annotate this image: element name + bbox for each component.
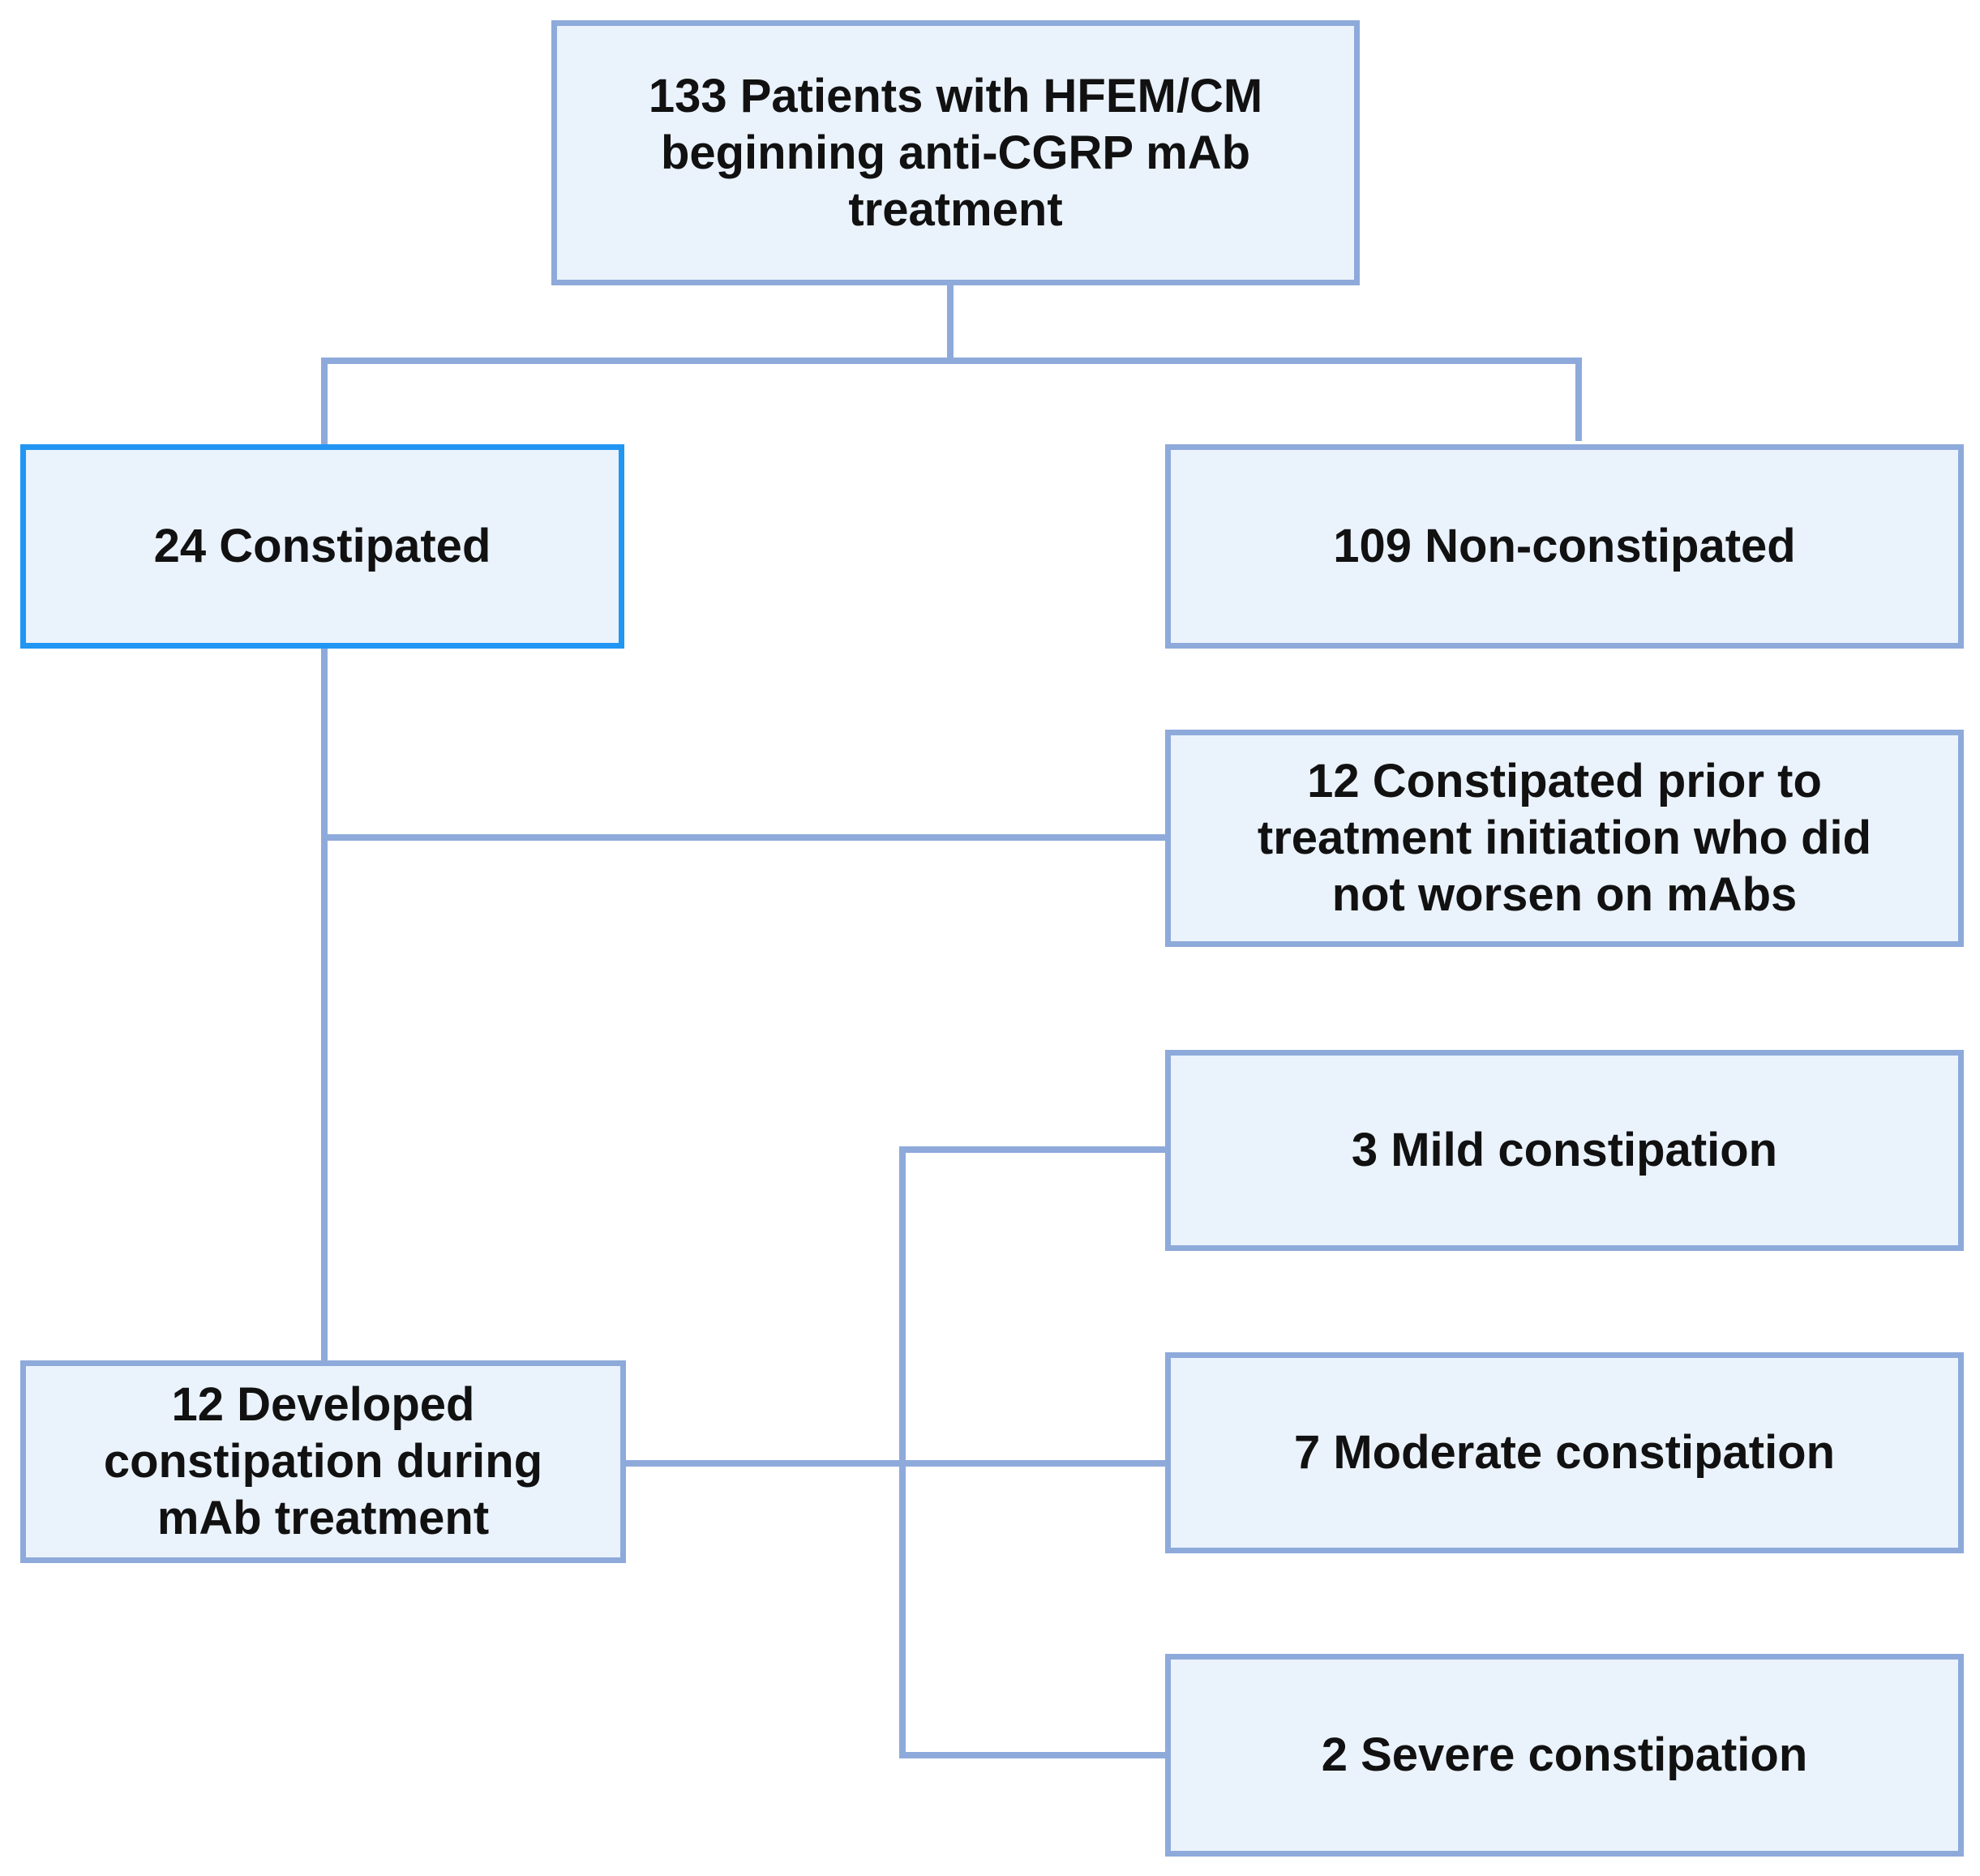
constipated-box: 24 Constipated (20, 444, 624, 649)
non-constipated-label: 109 Non-constipated (1333, 520, 1796, 572)
prior-constipated-box: 12 Constipated prior to treatment initia… (1165, 730, 1964, 947)
developed-box: 12 Developed constipation during mAb tre… (20, 1360, 626, 1563)
moderate-label: 7 Moderate constipation (1293, 1426, 1836, 1479)
mild-box: 3 Mild constipation (1165, 1050, 1964, 1251)
severe-label: 2 Severe constipation (1321, 1728, 1808, 1781)
moderate-box: 7 Moderate constipation (1165, 1352, 1964, 1553)
root-box: 133 Patients with HFEM/CM beginning anti… (551, 20, 1360, 285)
severe-box: 2 Severe constipation (1165, 1654, 1964, 1857)
constipated-label: 24 Constipated (153, 520, 491, 572)
mild-label: 3 Mild constipation (1351, 1124, 1778, 1176)
root-label: 133 Patients with HFEM/CM beginning anti… (648, 69, 1263, 236)
developed-label: 12 Developed constipation during mAb tre… (103, 1378, 543, 1544)
non-constipated-box: 109 Non-constipated (1165, 444, 1964, 649)
prior-constipated-label: 12 Constipated prior to treatment initia… (1257, 755, 1872, 921)
